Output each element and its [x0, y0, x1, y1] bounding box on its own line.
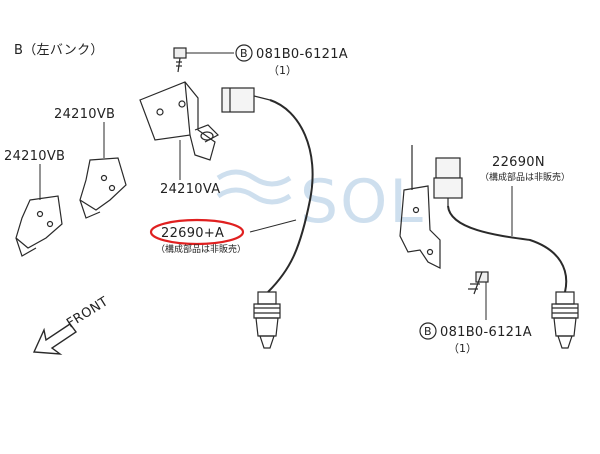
bolt-bottom-part-number: 081B0-6121A: [440, 325, 532, 340]
bracket-vb-1-part-number: 24210VB: [54, 107, 115, 122]
section-title: B（左バンク）: [14, 43, 104, 58]
bracket-va-part-number: 24210VA: [160, 182, 220, 197]
watermark-logo: SOL: [216, 167, 425, 237]
bracket-vb-2-shape: [15, 195, 63, 257]
sensor-left-connector: [221, 87, 271, 113]
bracket-vb-1-shape: [79, 157, 127, 219]
bracket-va-shape: [139, 81, 219, 161]
front-label: FRONT: [64, 294, 111, 331]
bracket-vb-2-part-number: 24210VB: [4, 149, 65, 164]
sensor-left-note: （構成部品は非販売）: [156, 243, 246, 255]
bolt-top-icon: [173, 47, 187, 73]
sensor-right-part-number: 22690N: [492, 155, 545, 170]
svg-text:B: B: [424, 325, 432, 338]
sensor-right-probe: [551, 291, 579, 349]
front-arrow-icon: [32, 323, 78, 355]
sensor-left-part-number: 22690+A: [161, 226, 224, 241]
bolt-bottom-marker: B: [419, 322, 437, 340]
bolt-top-part-number: 081B0-6121A: [256, 47, 348, 62]
sensor-left-wire: [267, 99, 314, 293]
bolt-top-marker: B: [235, 44, 253, 62]
watermark-text: SOL: [300, 167, 425, 237]
sensor-left-probe: [253, 291, 281, 349]
svg-text:B: B: [240, 47, 248, 60]
sensor-right-wire: [447, 205, 568, 293]
sensor-right-connector: [433, 157, 463, 206]
bracket-right-shape: [399, 145, 441, 269]
sensor-left-highlight: [149, 218, 245, 246]
sensor-right-note: （構成部品は非販売）: [480, 171, 570, 183]
bolt-bottom-icon: [468, 271, 489, 295]
bolt-top-quantity: （1）: [268, 64, 297, 77]
bolt-bottom-quantity: （1）: [448, 342, 477, 355]
